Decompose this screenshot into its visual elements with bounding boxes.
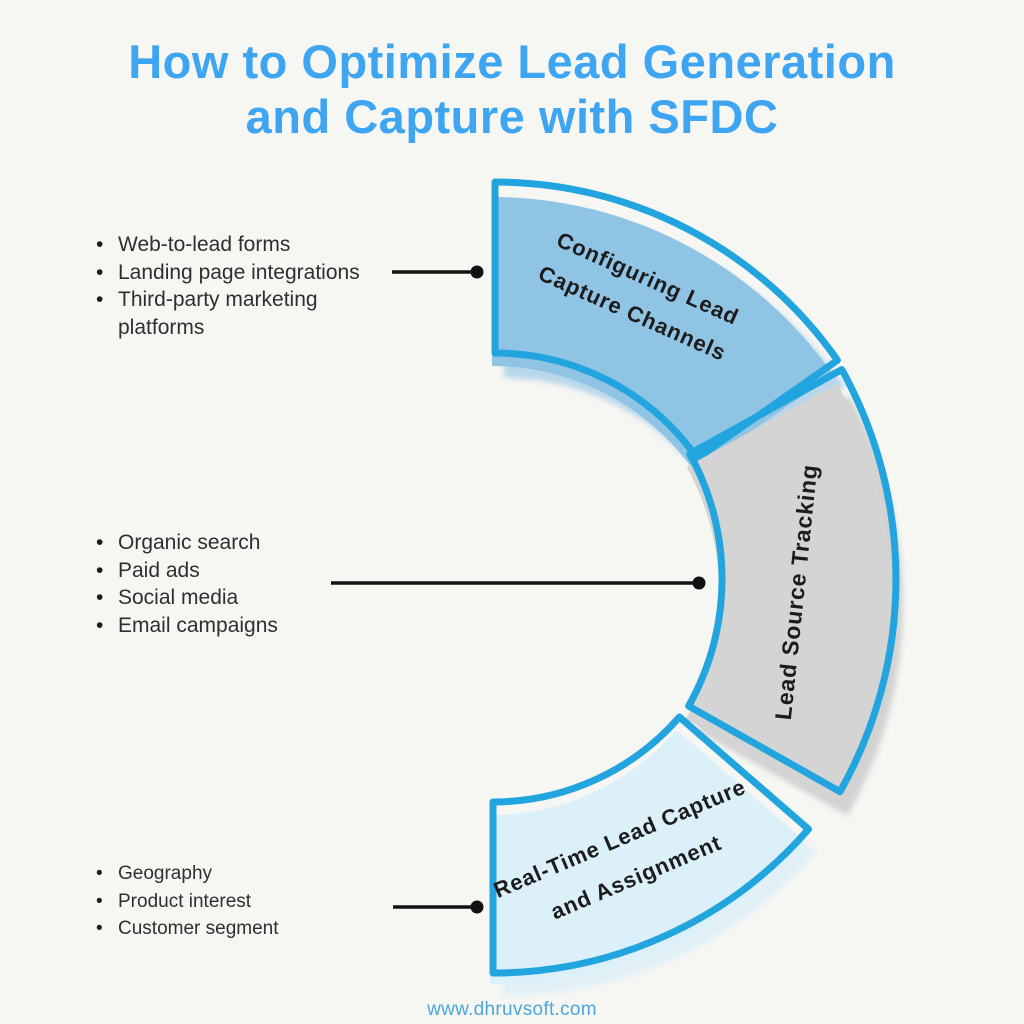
page-title: How to Optimize Lead Generation and Capt… — [0, 34, 1024, 144]
bullet-list-real-time-lead-capture: Geography Product interest Customer segm… — [90, 860, 390, 943]
list-item: Web-to-lead forms — [90, 231, 380, 259]
segment-real-time-lead-capture — [489, 713, 816, 997]
list-item: Landing page integrations — [90, 259, 380, 287]
list-item: Social media — [90, 584, 390, 612]
list-item: Organic search — [90, 529, 390, 557]
list-item: Third-party marketing platforms — [90, 286, 380, 341]
connector-dot-3 — [470, 900, 484, 914]
segment-3-outline — [489, 713, 812, 977]
list-item: Product interest — [90, 888, 390, 916]
connector-lead-source-tracking — [331, 576, 706, 590]
title-line-1: How to Optimize Lead Generation — [128, 35, 896, 88]
list-item: Geography — [90, 860, 390, 888]
website-url: www.dhruvsoft.com — [427, 999, 597, 1020]
segment-lead-source-tracking — [685, 366, 904, 816]
connector-dot-2 — [692, 576, 706, 590]
bullet-list-lead-capture-channels: Web-to-lead forms Landing page integrati… — [90, 231, 380, 341]
segment-2-outline — [685, 366, 900, 796]
connector-real-time-lead-capture — [393, 900, 484, 914]
connector-dot-1 — [470, 265, 484, 279]
list-item: Customer segment — [90, 915, 390, 943]
list-item: Paid ads — [90, 557, 390, 585]
bullet-list-lead-source-tracking: Organic search Paid ads Social media Ema… — [90, 529, 390, 639]
segment-3-fill — [490, 730, 804, 985]
title-line-2: and Capture with SFDC — [245, 90, 779, 143]
segment-2-fill — [685, 383, 892, 804]
connector-lead-capture-channels — [392, 265, 484, 279]
list-item: Email campaigns — [90, 612, 390, 640]
segment-1-fill — [492, 197, 833, 472]
segment-1-outline — [491, 178, 841, 462]
